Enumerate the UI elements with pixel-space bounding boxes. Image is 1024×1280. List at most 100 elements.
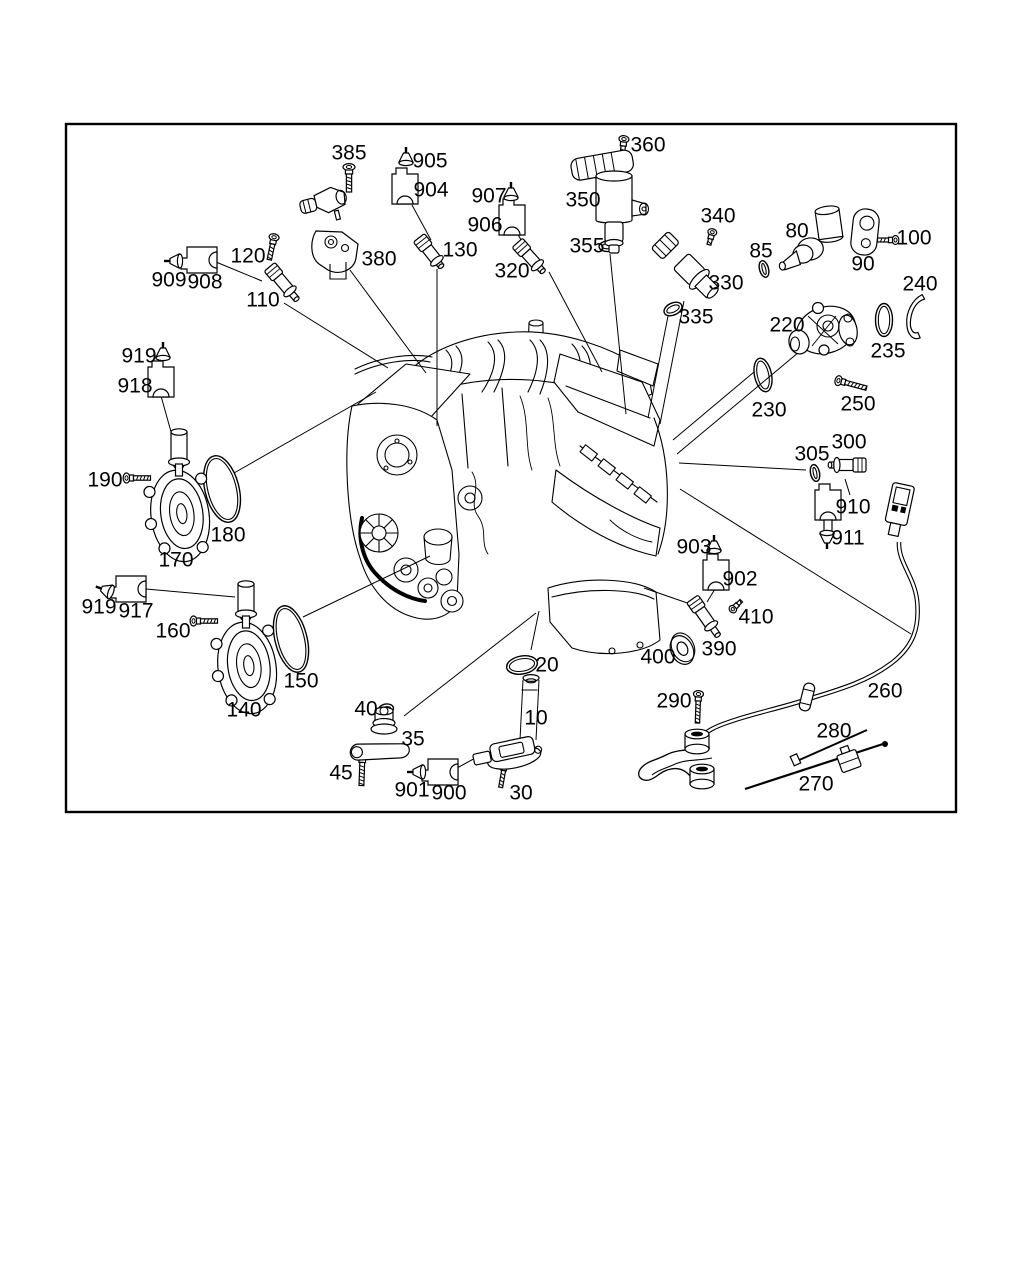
- part-160-screw-icon: [189, 615, 219, 627]
- leader-line: [844, 478, 851, 496]
- leader-line: [647, 315, 669, 419]
- callout-380: 380: [361, 248, 396, 271]
- callout-909: 909: [151, 269, 186, 292]
- callout-290: 290: [656, 690, 691, 713]
- part-260-harness-icon: [638, 482, 920, 790]
- part-380-bracket-icon: [299, 186, 359, 280]
- part-85-seal-icon: [758, 260, 770, 278]
- leader-line: [145, 588, 236, 598]
- callout-904: 904: [413, 179, 448, 202]
- part-350-solenoid-icon: [570, 149, 650, 254]
- part-250-screw-icon: [834, 375, 868, 392]
- part-110-sensor-icon: [264, 262, 300, 303]
- callout-240: 240: [902, 273, 937, 296]
- part-170-adjuster-icon: [143, 428, 211, 563]
- callout-140: 140: [226, 699, 261, 722]
- callout-901: 901: [394, 779, 429, 802]
- leader-line: [676, 351, 800, 455]
- callout-80: 80: [785, 220, 808, 243]
- part-150-seal-icon: [272, 605, 310, 673]
- part-130-sensor-icon: [413, 233, 445, 270]
- leader-line: [706, 588, 716, 603]
- callout-100: 100: [896, 227, 931, 250]
- callout-85: 85: [749, 240, 772, 263]
- callout-350: 350: [565, 189, 600, 212]
- part-10-tube-icon: [472, 673, 543, 770]
- callout-330: 330: [708, 272, 743, 295]
- callout-906: 906: [467, 214, 502, 237]
- part-390-sensor-icon: [686, 595, 721, 638]
- callout-905: 905: [412, 150, 447, 173]
- part-190-screw-icon: [122, 472, 152, 484]
- engine-illustration: [346, 319, 668, 655]
- callout-410: 410: [738, 606, 773, 629]
- leader-line: [215, 261, 263, 282]
- callout-911: 911: [831, 527, 864, 550]
- callout-305: 305: [794, 443, 829, 466]
- callout-110: 110: [246, 289, 279, 312]
- callout-910: 910: [835, 496, 870, 519]
- part-910-plug-icon: [814, 483, 842, 532]
- part-280-tie-icon: [789, 729, 868, 767]
- part-330-solenoid-icon: [651, 231, 719, 299]
- callout-260: 260: [867, 680, 902, 703]
- callout-235: 235: [870, 340, 905, 363]
- callout-280: 280: [816, 720, 851, 743]
- part-906-plug-icon: [498, 198, 526, 236]
- part-20-seal-icon: [505, 655, 539, 675]
- callout-90: 90: [851, 253, 874, 276]
- leader-line: [672, 371, 755, 441]
- callout-160: 160: [155, 620, 190, 643]
- callout-180: 180: [210, 524, 245, 547]
- callout-230: 230: [751, 399, 786, 422]
- callout-907: 907: [471, 185, 506, 208]
- part-400-grommet-icon: [669, 632, 696, 665]
- callout-400: 400: [640, 646, 675, 669]
- part-907-cap-icon: [503, 182, 519, 202]
- callout-918: 918: [117, 375, 152, 398]
- part-901-cap-icon: [407, 764, 427, 780]
- part-918-plug-icon: [147, 360, 175, 398]
- part-919b-cap-icon: [95, 584, 115, 600]
- callout-340: 340: [700, 205, 735, 228]
- leader-line: [302, 555, 431, 618]
- part-240-clip-icon: [906, 293, 926, 340]
- callout-40: 40: [354, 698, 377, 721]
- callout-908: 908: [187, 271, 222, 294]
- part-120-screw-icon: [266, 233, 280, 261]
- leader-line: [349, 269, 427, 374]
- callout-335: 335: [678, 306, 713, 329]
- part-90-eyelet-icon: [850, 208, 880, 256]
- part-140-adjuster-icon: [210, 580, 278, 715]
- callout-220: 220: [769, 314, 804, 337]
- leader-line: [403, 612, 537, 717]
- part-270-tie-icon: [744, 741, 888, 791]
- part-35-lever-icon: [349, 706, 410, 761]
- callout-919-27: 919: [121, 345, 156, 368]
- callout-250: 250: [840, 393, 875, 416]
- callout-360: 360: [630, 134, 665, 157]
- callout-35: 35: [401, 728, 424, 751]
- part-385-screw-icon: [342, 163, 356, 193]
- callout-900: 900: [431, 782, 466, 805]
- part-340-screw-icon: [706, 228, 718, 246]
- diagram-border: [64, 122, 958, 814]
- part-300-sensor-icon: [827, 456, 867, 474]
- callout-320: 320: [494, 260, 529, 283]
- part-908-plug-icon: [180, 246, 218, 274]
- part-919-cap-icon: [155, 342, 171, 362]
- callout-120: 120: [230, 245, 265, 268]
- callout-130: 130: [442, 239, 477, 262]
- leader-line: [679, 488, 912, 635]
- part-305-seal-icon: [809, 463, 821, 483]
- callout-20: 20: [535, 654, 558, 677]
- callout-390: 390: [701, 638, 736, 661]
- leader-line: [530, 610, 540, 651]
- leader-line: [548, 271, 603, 373]
- callout-170: 170: [158, 549, 193, 572]
- callout-30: 30: [509, 782, 532, 805]
- callout-190: 190: [87, 469, 122, 492]
- part-905-cap-icon: [398, 147, 414, 167]
- callout-300: 300: [831, 431, 866, 454]
